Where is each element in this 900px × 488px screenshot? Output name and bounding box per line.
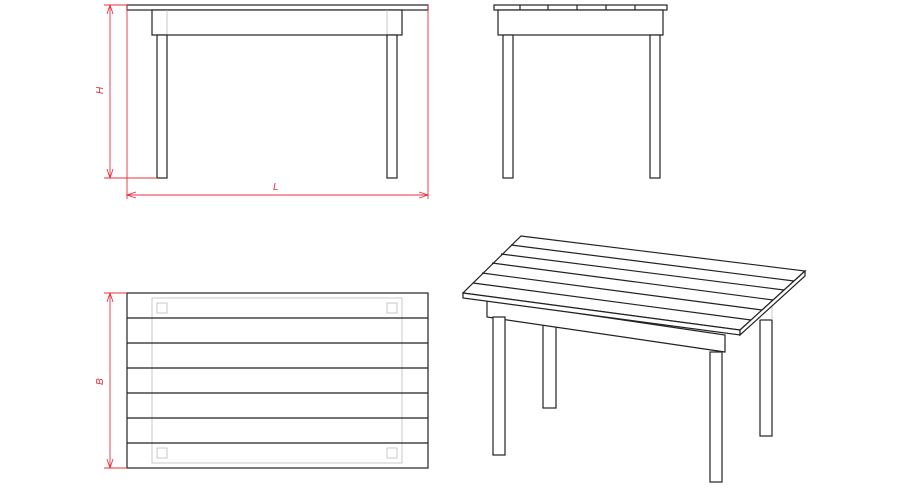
iso-leg-front-left bbox=[492, 316, 506, 456]
dimension-length: L bbox=[125, 5, 430, 199]
iso-tabletop bbox=[461, 235, 807, 337]
dimension-length-label: L bbox=[273, 182, 279, 193]
iso-leg-front-right bbox=[709, 351, 723, 483]
side-leg-left bbox=[502, 34, 514, 179]
iso-leg-back-right bbox=[759, 319, 773, 437]
top-slat-lines bbox=[127, 317, 428, 444]
dimension-width: B bbox=[95, 291, 127, 470]
top-view: B bbox=[95, 291, 429, 470]
front-leg-right bbox=[386, 34, 398, 179]
top-outline bbox=[126, 292, 429, 469]
front-leg-left bbox=[156, 34, 168, 179]
iso-apron bbox=[486, 299, 726, 353]
dimension-height-label: H bbox=[95, 86, 106, 94]
isometric-view bbox=[461, 235, 807, 483]
side-apron bbox=[497, 9, 664, 36]
front-tabletop bbox=[126, 4, 429, 11]
side-leg-right bbox=[649, 34, 661, 179]
side-view bbox=[493, 4, 668, 179]
dimension-width-label: B bbox=[95, 378, 106, 385]
front-apron bbox=[151, 9, 403, 36]
front-view: H L bbox=[95, 3, 430, 199]
dimension-height: H bbox=[95, 3, 157, 180]
